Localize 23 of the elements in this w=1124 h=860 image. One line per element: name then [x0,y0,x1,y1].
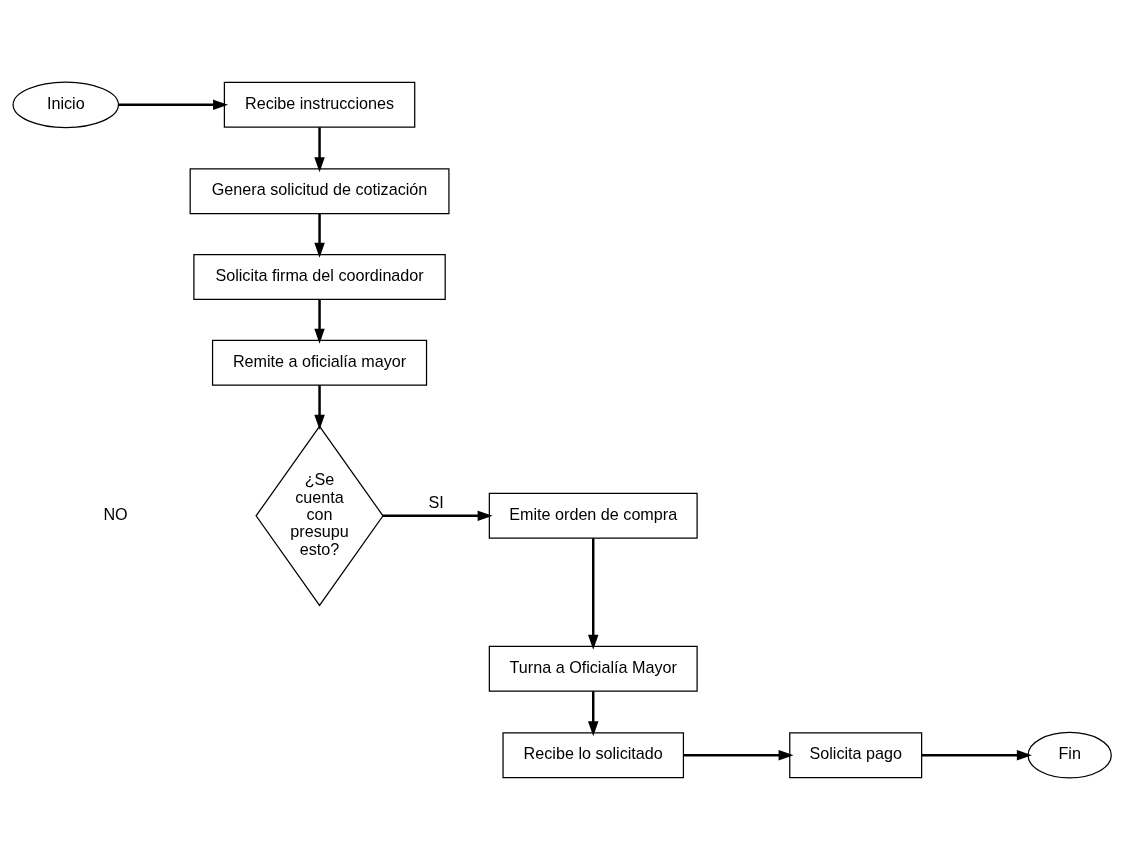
label: NO [103,505,128,524]
arrow [921,749,1032,761]
arrow [588,691,599,737]
node-box: Remite a oficialía mayor [211,339,428,386]
node-ellipse: Inicio [12,81,120,129]
node-ellipse: Fin [1027,731,1112,779]
arrow [383,510,493,522]
arrow [314,299,325,344]
arrow [314,213,325,258]
edge-label: SI [428,492,444,511]
node-box: Solicita pago [789,732,923,779]
arrow [314,385,325,430]
node-box: Turna a Oficialía Mayor [488,645,698,692]
arrow [588,538,599,650]
node-box: Emite orden de compra [488,492,698,539]
node-box: Recibe instrucciones [223,81,416,128]
node-box: Recibe lo solicitado [502,732,685,779]
node-box: Genera solicitud de cotización [189,168,450,215]
arrow [314,127,325,173]
arrow [118,99,229,111]
node-box: Solicita firma del coordinador [193,254,446,300]
node-diamond: ¿Se cuenta con presupu esto? [255,425,384,607]
arrow [683,749,794,761]
